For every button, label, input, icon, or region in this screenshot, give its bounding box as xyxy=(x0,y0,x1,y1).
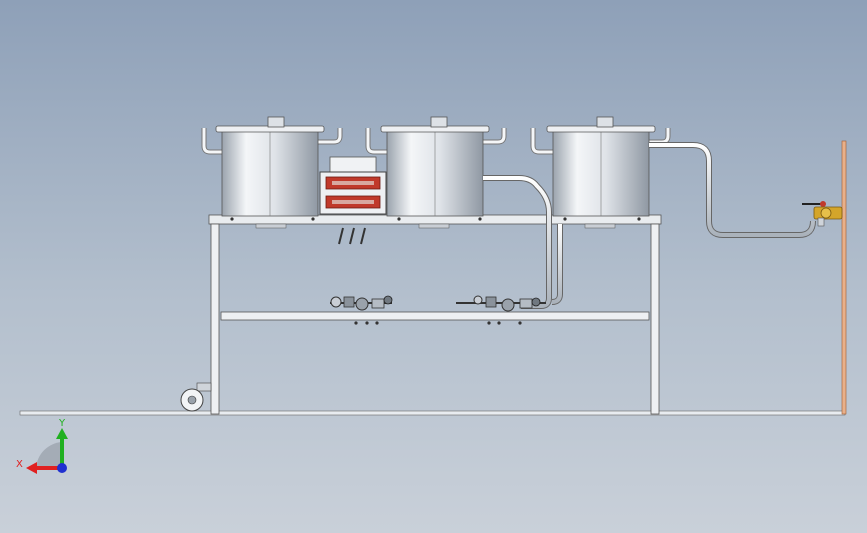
kettle-2 xyxy=(365,116,507,229)
z-axis-dot xyxy=(57,463,67,473)
burner-assembly-2 xyxy=(456,295,546,325)
transfer-piping xyxy=(483,142,816,309)
water-valve xyxy=(802,201,843,227)
burner-assembly-1 xyxy=(330,295,393,325)
kettle-1 xyxy=(201,116,343,229)
control-box xyxy=(319,156,387,245)
triad-quadrant xyxy=(36,442,62,468)
y-axis-arrowhead xyxy=(56,428,68,439)
wall-post xyxy=(841,140,847,415)
y-axis-label: Y xyxy=(58,418,66,429)
x-axis-label: X xyxy=(16,459,23,470)
x-axis-arrowhead xyxy=(26,462,37,474)
kettle-3 xyxy=(530,116,671,229)
caster-wheel xyxy=(180,382,212,412)
